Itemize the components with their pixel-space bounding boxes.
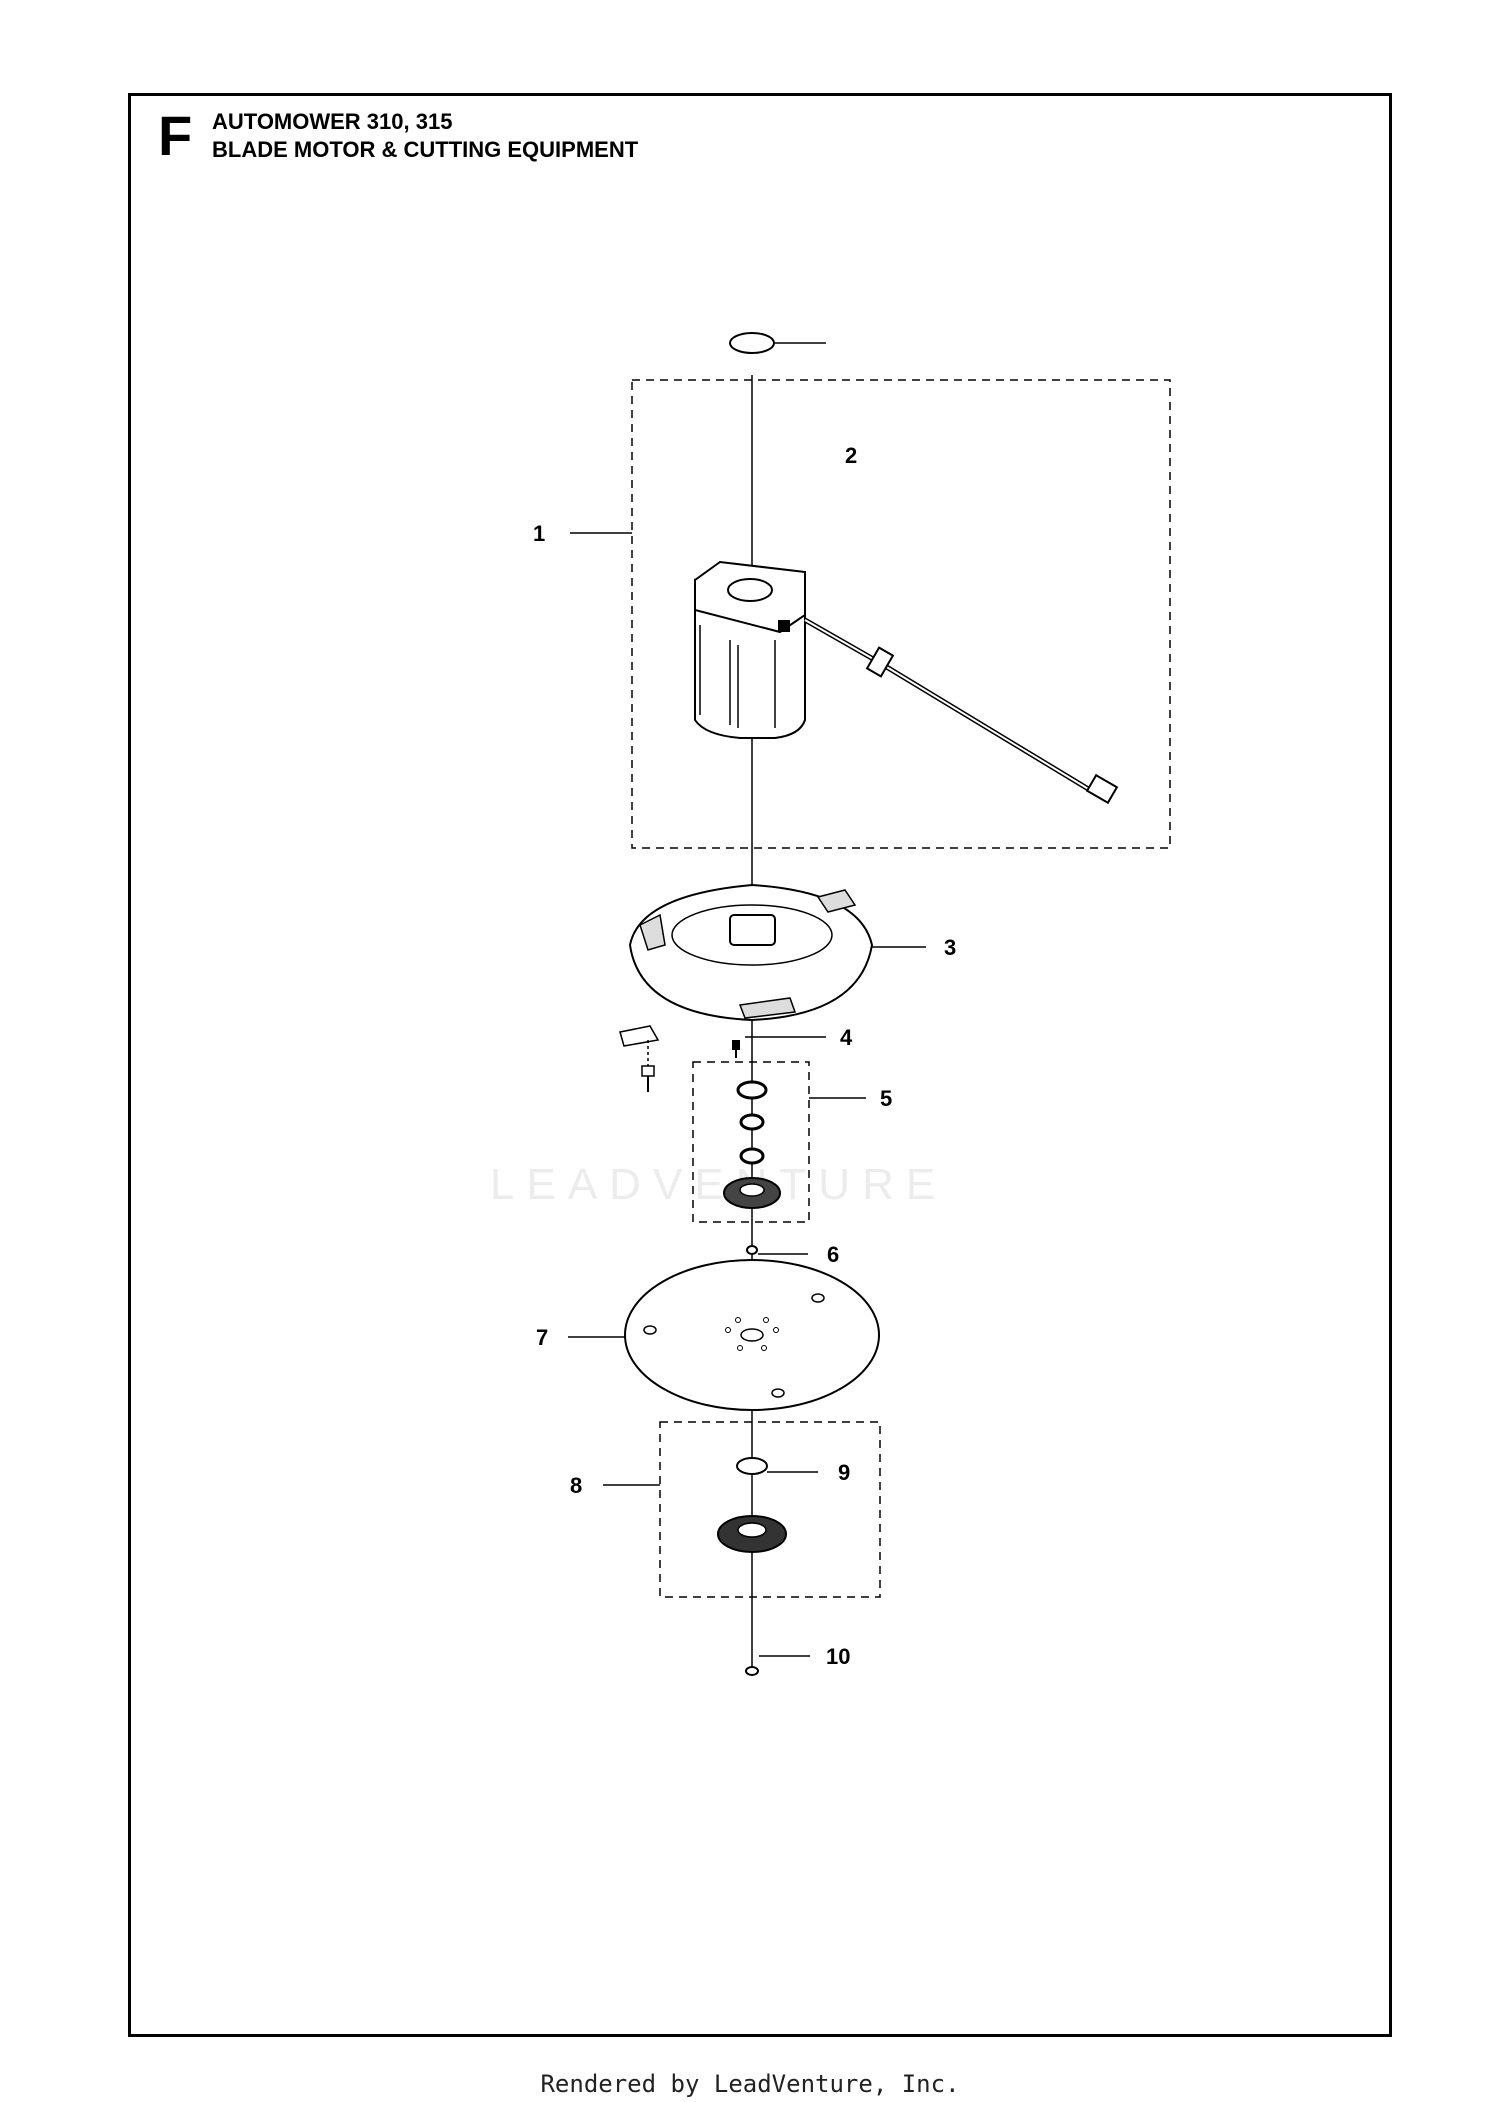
callout-5: 5 (880, 1086, 892, 1111)
blade-motor-part (694, 560, 1119, 805)
screw-part (732, 1040, 740, 1058)
bottom-screw-part (745, 1666, 759, 1676)
callout-8: 8 (570, 1473, 582, 1498)
callout-6: 6 (827, 1242, 839, 1267)
callout-7: 7 (536, 1325, 548, 1350)
group-box-hub-kit (659, 1421, 881, 1598)
washer-part (746, 1245, 758, 1255)
callout-3: 3 (944, 935, 956, 960)
blade-disc-part (619, 883, 874, 1092)
cutting-disc-part (624, 1259, 880, 1411)
callout-9: 9 (838, 1460, 850, 1485)
hub-part (717, 1515, 787, 1553)
callout-1: 1 (533, 521, 545, 546)
ring-part (736, 1457, 768, 1475)
callout-10: 10 (826, 1644, 850, 1669)
model-title: AUTOMOWER 310, 315 (212, 109, 453, 134)
section-subtitle: BLADE MOTOR & CUTTING EQUIPMENT (212, 137, 639, 162)
group-box-bearing-kit (692, 1061, 810, 1223)
watermark-text: LEADVENTURE (490, 1160, 948, 1209)
diagram-frame (128, 93, 1392, 2037)
section-letter: F (158, 104, 193, 167)
bearing-kit-part (723, 1080, 781, 1209)
callout-2: 2 (845, 443, 857, 468)
callout-4: 4 (840, 1025, 853, 1050)
group-box-motor (631, 379, 1171, 849)
oring-part (729, 332, 775, 354)
footer-credit: Rendered by LeadVenture, Inc. (540, 2070, 960, 2098)
